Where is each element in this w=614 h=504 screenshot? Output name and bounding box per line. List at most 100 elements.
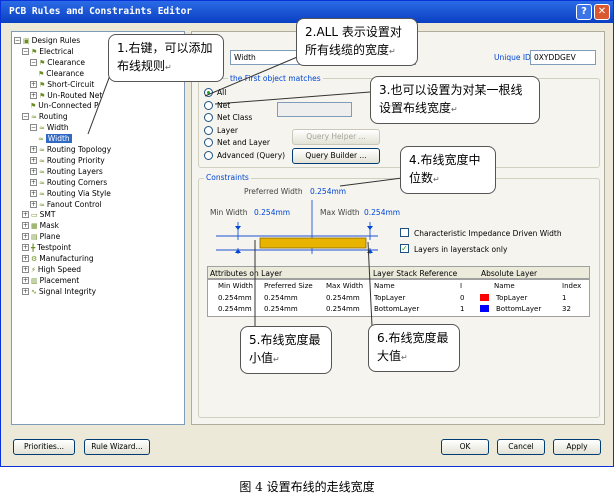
expander-icon[interactable]: + — [30, 189, 37, 197]
tree-item[interactable]: +▭SMT — [22, 209, 55, 220]
query-builder-button[interactable]: Query Builder ... — [292, 148, 380, 164]
callout-6-leader — [367, 241, 373, 327]
scope-radio[interactable] — [204, 100, 213, 110]
tree-item[interactable]: +⚡High Speed — [22, 264, 81, 275]
expander-icon[interactable]: − — [30, 58, 37, 66]
tree-item[interactable]: ≈Width — [38, 133, 72, 144]
tree-item[interactable]: ⚑Un-Connected P — [30, 100, 99, 111]
layer-table[interactable]: Min Width Preferred Size Max Width Name I Nam… — [207, 279, 590, 317]
expander-icon[interactable]: + — [22, 233, 29, 241]
tree-item[interactable]: +≈Routing Corners — [30, 177, 107, 188]
tree-item-label: Short-Circuit — [47, 79, 95, 89]
expander-icon[interactable]: + — [22, 211, 29, 219]
absolute-layer-header: Absolute Layer — [481, 269, 538, 278]
callout-3-leader — [214, 91, 371, 105]
min-width-value[interactable]: 0.254mm — [254, 208, 291, 217]
scope-radio[interactable] — [204, 113, 213, 123]
tree-item[interactable]: +≈Routing Priority — [30, 155, 105, 166]
tree-item[interactable]: +▦Mask — [22, 220, 59, 231]
apply-button[interactable]: Apply — [553, 439, 601, 455]
ok-button[interactable]: OK — [441, 439, 489, 455]
callout-1-leader — [87, 69, 113, 135]
routing-icon: ≈ — [39, 124, 45, 133]
scope-radio-label: Net and Layer — [217, 138, 270, 148]
expander-icon[interactable]: + — [22, 287, 29, 295]
layer-stack-header: Layer Stack Reference — [373, 269, 458, 278]
column-header[interactable]: I — [460, 282, 463, 290]
expander-icon[interactable]: + — [30, 178, 37, 186]
expander-icon[interactable]: − — [30, 124, 37, 132]
routing-icon: ≈ — [38, 135, 44, 144]
scope-radio[interactable] — [204, 125, 213, 135]
max-width-value[interactable]: 0.254mm — [364, 208, 401, 217]
help-button[interactable]: ? — [576, 4, 592, 20]
tree-item[interactable]: ⚑Clearance — [38, 68, 84, 79]
scope-radio-label: Advanced (Query) — [217, 151, 286, 160]
expander-icon[interactable]: − — [22, 47, 29, 55]
width-dimension-diagram — [216, 200, 378, 254]
tree-item[interactable]: −▣Design Rules — [14, 35, 80, 46]
expander-icon[interactable]: − — [22, 113, 29, 121]
table-cell: BottomLayer — [496, 305, 542, 313]
column-header[interactable]: Preferred Size — [264, 282, 313, 290]
tree-item[interactable]: −⚑Clearance — [30, 57, 85, 68]
tree-item[interactable]: +≈Routing Via Style — [30, 188, 111, 199]
placement-icon: ▥ — [31, 276, 38, 285]
expander-icon[interactable]: + — [22, 222, 29, 230]
tree-item-label: Design Rules — [31, 36, 81, 45]
expander-icon[interactable]: + — [30, 167, 37, 175]
tree-item[interactable]: +≈Routing Layers — [30, 166, 103, 177]
tree-item-label: Electrical — [39, 46, 74, 56]
tree-item[interactable]: +⚙Manufacturing — [22, 253, 94, 264]
tree-item[interactable]: +⚑Un-Routed Net — [30, 90, 102, 101]
expander-icon[interactable]: + — [22, 255, 29, 262]
callout-2-leader — [204, 54, 303, 97]
tree-item-label: Routing Via Style — [46, 188, 111, 198]
expander-icon[interactable]: − — [14, 37, 21, 44]
rule-icon: ⚑ — [31, 47, 38, 56]
max-width-arrowhead-top — [367, 226, 373, 230]
rule-wizard-button[interactable]: Rule Wizard... — [84, 439, 150, 455]
table-cell: 0 — [460, 294, 465, 302]
tree-item[interactable]: −≈Routing — [22, 111, 68, 122]
column-header[interactable]: Name — [494, 282, 515, 290]
impedance-checkbox[interactable] — [400, 228, 409, 237]
column-header[interactable]: Min Width — [218, 282, 253, 290]
rules-tree[interactable]: −▣Design Rules−⚑Electrical−⚑Clearance⚑Cl… — [11, 31, 185, 425]
preferred-width-value[interactable]: 0.254mm — [310, 187, 347, 196]
tree-item[interactable]: +∿Signal Integrity — [22, 286, 96, 297]
routing-icon: ≈ — [39, 178, 45, 187]
column-header[interactable]: Name — [374, 282, 395, 290]
cancel-button[interactable]: Cancel — [497, 439, 545, 455]
column-header[interactable]: Max Width — [326, 282, 364, 290]
tree-item[interactable]: −≈Width — [30, 122, 69, 133]
rule-icon: ⚑ — [39, 58, 46, 67]
constraints-title: Constraints — [204, 173, 251, 182]
expander-icon[interactable]: + — [22, 244, 29, 252]
expander-icon[interactable]: + — [22, 276, 29, 284]
tree-item[interactable]: +▥Placement — [22, 275, 79, 286]
query-helper-button[interactable]: Query Helper ... — [292, 129, 380, 145]
net-value-field[interactable] — [277, 102, 352, 117]
expander-icon[interactable]: + — [30, 146, 37, 153]
priorities-button[interactable]: Priorities... — [13, 439, 75, 455]
expander-icon[interactable]: + — [30, 91, 37, 99]
column-header[interactable]: Index — [562, 282, 582, 290]
tree-item[interactable]: +▤Plane — [22, 231, 60, 242]
expander-icon[interactable]: + — [22, 265, 29, 273]
expander-icon[interactable]: + — [30, 80, 37, 88]
tree-item[interactable]: +≈Fanout Control — [30, 199, 102, 210]
tree-item[interactable]: +╋Testpoint — [22, 242, 71, 253]
tree-item-label: High Speed — [37, 264, 82, 274]
close-button[interactable]: ✕ — [594, 4, 610, 20]
tree-item[interactable]: +⚑Short-Circuit — [30, 79, 94, 90]
unique-id-field[interactable]: 0XYDDGEV — [530, 50, 596, 65]
tree-item[interactable]: +≈Routing Topology — [30, 144, 111, 155]
expander-icon[interactable]: + — [30, 200, 37, 208]
scope-radio-label: Net — [217, 100, 231, 110]
layerstack-checkbox[interactable]: ✓ — [400, 244, 409, 253]
expander-icon[interactable]: + — [30, 156, 37, 164]
scope-radio[interactable] — [204, 151, 213, 160]
scope-radio[interactable] — [204, 138, 213, 148]
tree-item[interactable]: −⚑Electrical — [22, 46, 74, 57]
